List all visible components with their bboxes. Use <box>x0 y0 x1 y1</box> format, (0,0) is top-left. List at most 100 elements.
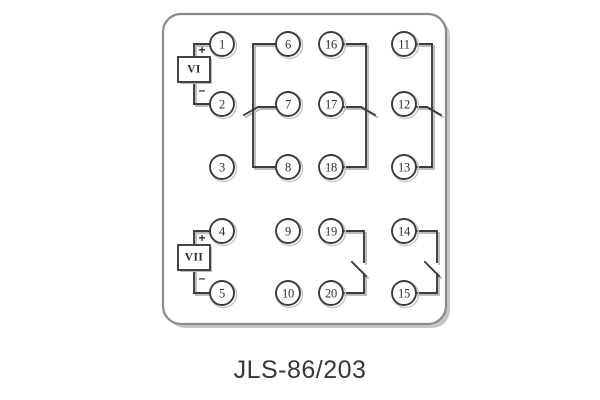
terminal-14[interactable]: 14 <box>391 218 420 247</box>
terminal-6-circle <box>275 31 301 57</box>
grp16-17-18-bottom-shadow <box>344 109 369 170</box>
wire-grp11-12-13-top <box>415 43 433 111</box>
terminal-1[interactable]: 1 <box>209 31 238 60</box>
wire-grp678-blade <box>242 106 277 117</box>
diagram-caption: JLS-86/203 <box>234 356 367 384</box>
grp16-17-18-top-shadow <box>344 45 369 113</box>
terminal-4-label: 4 <box>219 225 226 239</box>
terminal-17-label: 17 <box>325 98 337 112</box>
terminal-15-label: 15 <box>398 287 410 301</box>
terminal-19[interactable]: 19 <box>318 218 347 247</box>
terminal-11-circle <box>391 31 417 57</box>
terminal-16-circle <box>318 31 344 57</box>
grp678-bottom-shadow <box>254 109 279 170</box>
terminal-9-label: 9 <box>285 225 291 239</box>
terminal-14-circle <box>391 218 417 244</box>
terminal-4-circle <box>209 218 235 244</box>
grp19-20-bottom-shadow <box>344 275 367 296</box>
wire-grp16-17-18-blade <box>342 106 377 117</box>
terminal-11[interactable]: 11 <box>391 31 420 60</box>
relay-panel-outline <box>161 12 448 326</box>
wire-grp19-20-top <box>342 230 365 263</box>
terminal-12[interactable]: 12 <box>391 91 420 120</box>
wire-grp11-12-13-blade <box>415 106 443 117</box>
coil-1-box <box>177 56 211 83</box>
terminal-3-circle <box>209 154 235 180</box>
terminal-18[interactable]: 18 <box>318 154 347 183</box>
wire-grp678-top <box>252 43 277 111</box>
terminal-19-label: 19 <box>325 225 337 239</box>
wire-grp14-15-top <box>415 230 438 263</box>
terminal-7-label: 7 <box>285 98 291 112</box>
coil-layer: VI + – VII + – <box>177 43 212 285</box>
terminal-3[interactable]: 3 <box>209 154 238 183</box>
terminal-12-label: 12 <box>398 98 410 112</box>
terminal-1-label: 1 <box>219 38 225 52</box>
coil-2: VII + – <box>177 231 212 285</box>
grp11-12-13-bottom-shadow <box>417 109 435 170</box>
terminal-9-circle <box>275 218 301 244</box>
coil-1: VI + – <box>177 43 212 97</box>
terminal-7[interactable]: 7 <box>275 91 304 120</box>
terminal-2[interactable]: 2 <box>209 91 238 120</box>
terminal-13[interactable]: 13 <box>391 154 420 183</box>
wire-grp678-bottom <box>252 107 277 168</box>
terminal-5-label: 5 <box>219 287 225 301</box>
coil-2-minus-sign: – <box>199 271 206 285</box>
terminal-20[interactable]: 20 <box>318 280 347 309</box>
terminal-13-circle <box>391 154 417 180</box>
terminal-6[interactable]: 6 <box>275 31 304 60</box>
grp14-15-bottom-shadow <box>417 275 440 296</box>
terminal-12-circle <box>391 91 417 117</box>
terminal-19-circle <box>318 218 344 244</box>
coil-1-minus-sign: – <box>199 83 206 97</box>
terminal-1-circle <box>209 31 235 57</box>
grp14-15-top-shadow <box>417 232 440 265</box>
terminal-10-label: 10 <box>282 287 294 301</box>
coil-2-label: VII <box>185 252 204 264</box>
terminal-16[interactable]: 16 <box>318 31 347 60</box>
coil-2-plus-sign: + <box>198 231 205 245</box>
terminal-13-label: 13 <box>398 161 410 175</box>
terminal-8-circle <box>275 154 301 180</box>
coil-1-label: VI <box>187 64 201 76</box>
terminal-17-circle <box>318 91 344 117</box>
terminal-11-label: 11 <box>398 38 409 52</box>
terminal-10[interactable]: 10 <box>275 280 304 309</box>
grp19-20-top-shadow <box>344 232 367 265</box>
grp11-12-13-top-shadow <box>417 45 435 113</box>
terminal-5[interactable]: 5 <box>209 280 238 309</box>
wire-grp19-20-bottom <box>342 273 365 294</box>
terminal-15-circle <box>391 280 417 306</box>
terminal-18-circle <box>318 154 344 180</box>
terminal-8-label: 8 <box>285 161 291 175</box>
grp678-top-shadow <box>254 45 279 113</box>
wire-grp19-20-blade <box>350 260 368 278</box>
terminal-18-label: 18 <box>325 161 337 175</box>
grp678-blade-shadow <box>244 108 279 119</box>
terminal-2-circle <box>209 91 235 117</box>
terminal-7-circle <box>275 91 301 117</box>
terminal-10-circle <box>275 280 301 306</box>
terminal-4[interactable]: 4 <box>209 218 238 247</box>
wire-grp14-15-blade <box>423 260 441 278</box>
terminal-9[interactable]: 9 <box>275 218 304 247</box>
terminal-14-label: 14 <box>398 225 411 239</box>
terminal-6-label: 6 <box>285 38 291 52</box>
terminal-20-circle <box>318 280 344 306</box>
terminal-8[interactable]: 8 <box>275 154 304 183</box>
wire-layer <box>193 43 443 294</box>
wire-grp14-15-bottom <box>415 273 438 294</box>
wire-grp16-17-18-top <box>342 43 367 111</box>
coil-1-plus-sign: + <box>198 43 205 57</box>
terminal-3-label: 3 <box>219 161 225 175</box>
terminal-2-label: 2 <box>219 98 225 112</box>
terminal-5-circle <box>209 280 235 306</box>
terminal-16-label: 16 <box>325 38 337 52</box>
terminal-17[interactable]: 17 <box>318 91 347 120</box>
terminal-15[interactable]: 15 <box>391 280 420 309</box>
wire-grp11-12-13-bottom <box>415 107 433 168</box>
